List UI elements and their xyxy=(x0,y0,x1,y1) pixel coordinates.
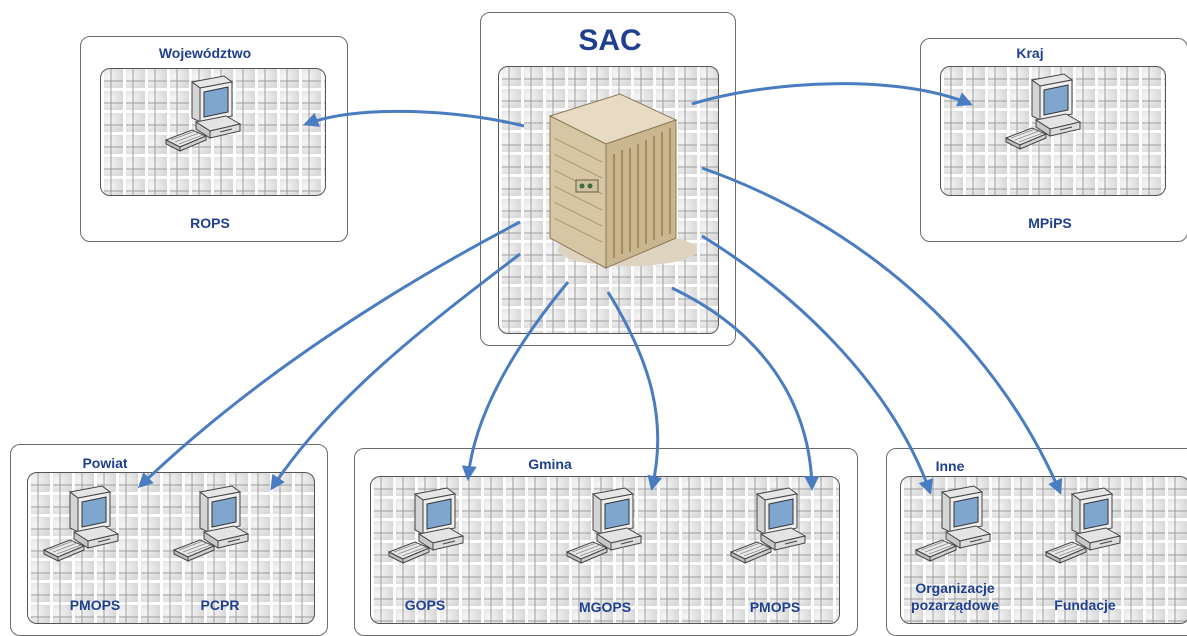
computer-icon xyxy=(40,484,126,568)
computer-icon xyxy=(1042,486,1128,570)
item-label-rops: ROPS xyxy=(190,215,230,231)
inne-title: Inne xyxy=(935,458,965,474)
sac-title: SAC xyxy=(578,24,642,57)
item-label-gops: GOPS xyxy=(404,597,446,613)
computer-icon xyxy=(727,486,813,570)
item-label-pmops-powiat: PMOPS xyxy=(69,597,121,613)
item-label-organizacje-line2: pozarządowe xyxy=(911,597,999,613)
server-icon xyxy=(536,88,698,278)
wojewodztwo-title: Województwo xyxy=(158,45,252,61)
computer-icon xyxy=(912,484,998,568)
item-label-pmops-gmina: PMOPS xyxy=(749,599,801,615)
computer-icon xyxy=(563,486,649,570)
powiat-title: Powiat xyxy=(82,455,128,471)
computer-icon xyxy=(170,484,256,568)
gmina-title: Gmina xyxy=(528,456,572,472)
computer-icon xyxy=(1002,72,1088,156)
item-label-organizacje-line1: Organizacje xyxy=(915,580,995,596)
item-label-mgops: MGOPS xyxy=(578,599,632,615)
computer-icon xyxy=(385,486,471,570)
item-label-fundacje: Fundacje xyxy=(1054,597,1116,613)
item-label-pcpr: PCPR xyxy=(200,597,240,613)
computer-icon xyxy=(162,74,248,158)
item-label-mpips: MPiPS xyxy=(1028,215,1072,231)
kraj-title: Kraj xyxy=(1016,45,1044,61)
